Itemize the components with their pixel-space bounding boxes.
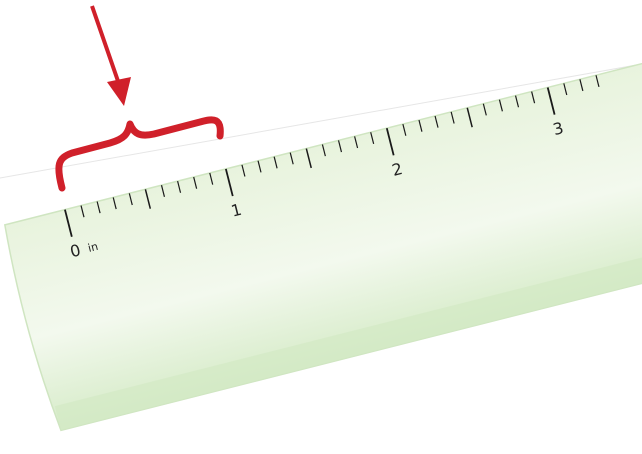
minor-tick <box>354 136 359 149</box>
ruler: 0 1 2 3 in <box>3 32 642 432</box>
arrow-head-icon <box>107 77 131 106</box>
tick-label: 1 <box>229 200 244 221</box>
minor-tick <box>257 160 262 173</box>
tick-label: 0 <box>68 240 83 261</box>
minor-tick <box>418 119 423 132</box>
minor-tick <box>402 123 407 136</box>
minor-tick <box>112 197 117 210</box>
major-tick <box>385 127 395 156</box>
minor-tick <box>305 148 312 169</box>
minor-tick <box>450 111 455 124</box>
ruler-body <box>3 32 642 432</box>
curly-brace <box>55 116 224 192</box>
tick-label: 3 <box>551 118 566 139</box>
minor-tick <box>160 185 166 197</box>
minor-tick <box>241 164 246 177</box>
major-tick <box>224 168 234 197</box>
minor-tick <box>482 103 487 116</box>
minor-tick <box>177 180 182 193</box>
minor-tick <box>144 189 152 209</box>
minor-tick <box>273 156 278 169</box>
ruler-labels: 0 1 2 3 in <box>68 118 565 261</box>
minor-tick <box>321 144 326 157</box>
annotation <box>55 5 224 192</box>
ruler-ticks <box>64 75 600 237</box>
minor-tick <box>434 115 439 128</box>
paper-edge-line <box>0 63 642 179</box>
minor-tick <box>563 83 568 96</box>
minor-tick <box>498 99 503 112</box>
minor-tick <box>595 75 600 88</box>
minor-tick <box>209 172 214 185</box>
minor-tick <box>193 176 198 189</box>
minor-tick <box>466 107 473 128</box>
minor-tick <box>531 91 536 104</box>
major-tick <box>546 87 556 115</box>
minor-tick <box>96 201 101 214</box>
arrow-shaft <box>90 5 121 85</box>
minor-tick <box>514 95 520 108</box>
minor-tick <box>128 193 133 206</box>
tick-label: 2 <box>390 159 405 180</box>
major-tick <box>64 209 73 237</box>
minor-tick <box>579 79 584 92</box>
minor-tick <box>337 140 343 153</box>
minor-tick <box>370 132 375 145</box>
minor-tick <box>80 205 85 218</box>
ruler-bottom-bevel <box>54 215 642 431</box>
unit-label: in <box>87 240 100 255</box>
minor-tick <box>289 152 294 165</box>
